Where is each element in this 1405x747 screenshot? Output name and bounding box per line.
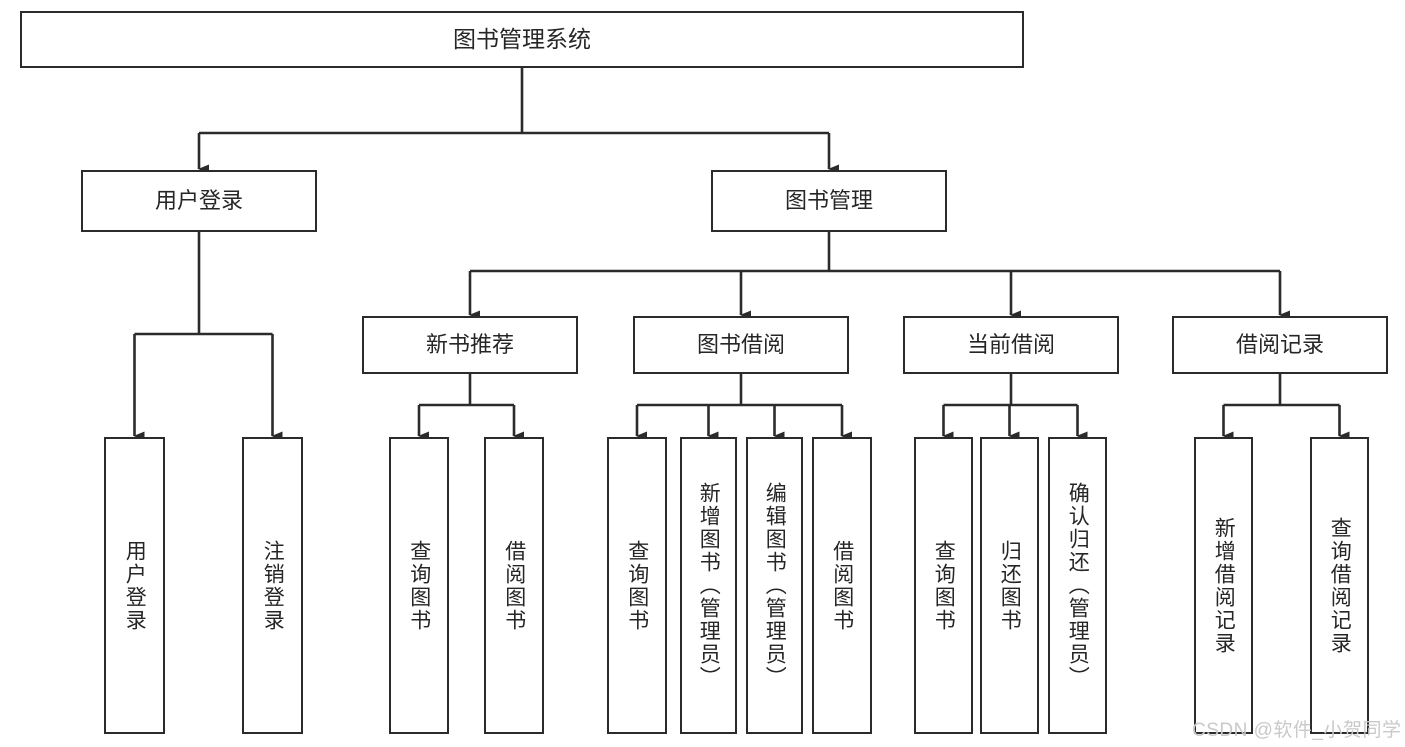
node-label-l2c: 当前借阅 [966,331,1055,357]
node-label-l1b: 图书管理 [784,187,873,213]
node-label-leaf7: 编辑图书（管理员） [763,482,787,689]
node-label-leaf9: 查询图书 [932,539,956,632]
node-box-l2a[interactable]: 新书推荐 [362,316,578,374]
node-box-l2d[interactable]: 借阅记录 [1172,316,1388,374]
node-label-leaf8: 借阅图书 [830,539,854,632]
node-box-leaf6[interactable]: 新增图书（管理员） [680,437,737,734]
node-box-leaf7[interactable]: 编辑图书（管理员） [746,437,803,734]
node-label-leaf12: 新增借阅记录 [1212,516,1236,655]
node-box-root[interactable]: 图书管理系统 [20,11,1024,68]
node-label-leaf10: 归还图书 [998,539,1022,632]
node-label-leaf2: 注销登录 [261,539,285,632]
node-box-leaf13[interactable]: 查询借阅记录 [1310,437,1369,734]
node-box-leaf1[interactable]: 用户登录 [104,437,165,734]
node-label-leaf4: 借阅图书 [502,539,526,632]
node-box-leaf11[interactable]: 确认归还（管理员） [1048,437,1107,734]
node-box-leaf8[interactable]: 借阅图书 [812,437,872,734]
node-label-leaf13: 查询借阅记录 [1328,516,1352,655]
node-box-l1b[interactable]: 图书管理 [711,170,947,232]
node-label-leaf6: 新增图书（管理员） [697,482,721,689]
node-label-l2b: 图书借阅 [696,331,785,357]
node-box-leaf2[interactable]: 注销登录 [242,437,303,734]
node-box-l2b[interactable]: 图书借阅 [633,316,849,374]
node-box-leaf4[interactable]: 借阅图书 [484,437,544,734]
node-box-leaf10[interactable]: 归还图书 [980,437,1039,734]
node-label-leaf5: 查询图书 [625,539,649,632]
node-box-l2c[interactable]: 当前借阅 [903,316,1119,374]
node-box-leaf12[interactable]: 新增借阅记录 [1194,437,1253,734]
node-label-l1a: 用户登录 [154,187,243,213]
node-label-l2d: 借阅记录 [1235,331,1324,357]
node-label-leaf11: 确认归还（管理员） [1066,482,1090,689]
node-label-leaf3: 查询图书 [407,539,431,632]
node-label-leaf1: 用户登录 [123,539,147,632]
node-box-l1a[interactable]: 用户登录 [81,170,317,232]
node-label-root: 图书管理系统 [453,25,591,52]
node-box-leaf5[interactable]: 查询图书 [607,437,667,734]
node-box-leaf3[interactable]: 查询图书 [389,437,449,734]
node-label-l2a: 新书推荐 [425,331,514,357]
node-box-leaf9[interactable]: 查询图书 [914,437,973,734]
